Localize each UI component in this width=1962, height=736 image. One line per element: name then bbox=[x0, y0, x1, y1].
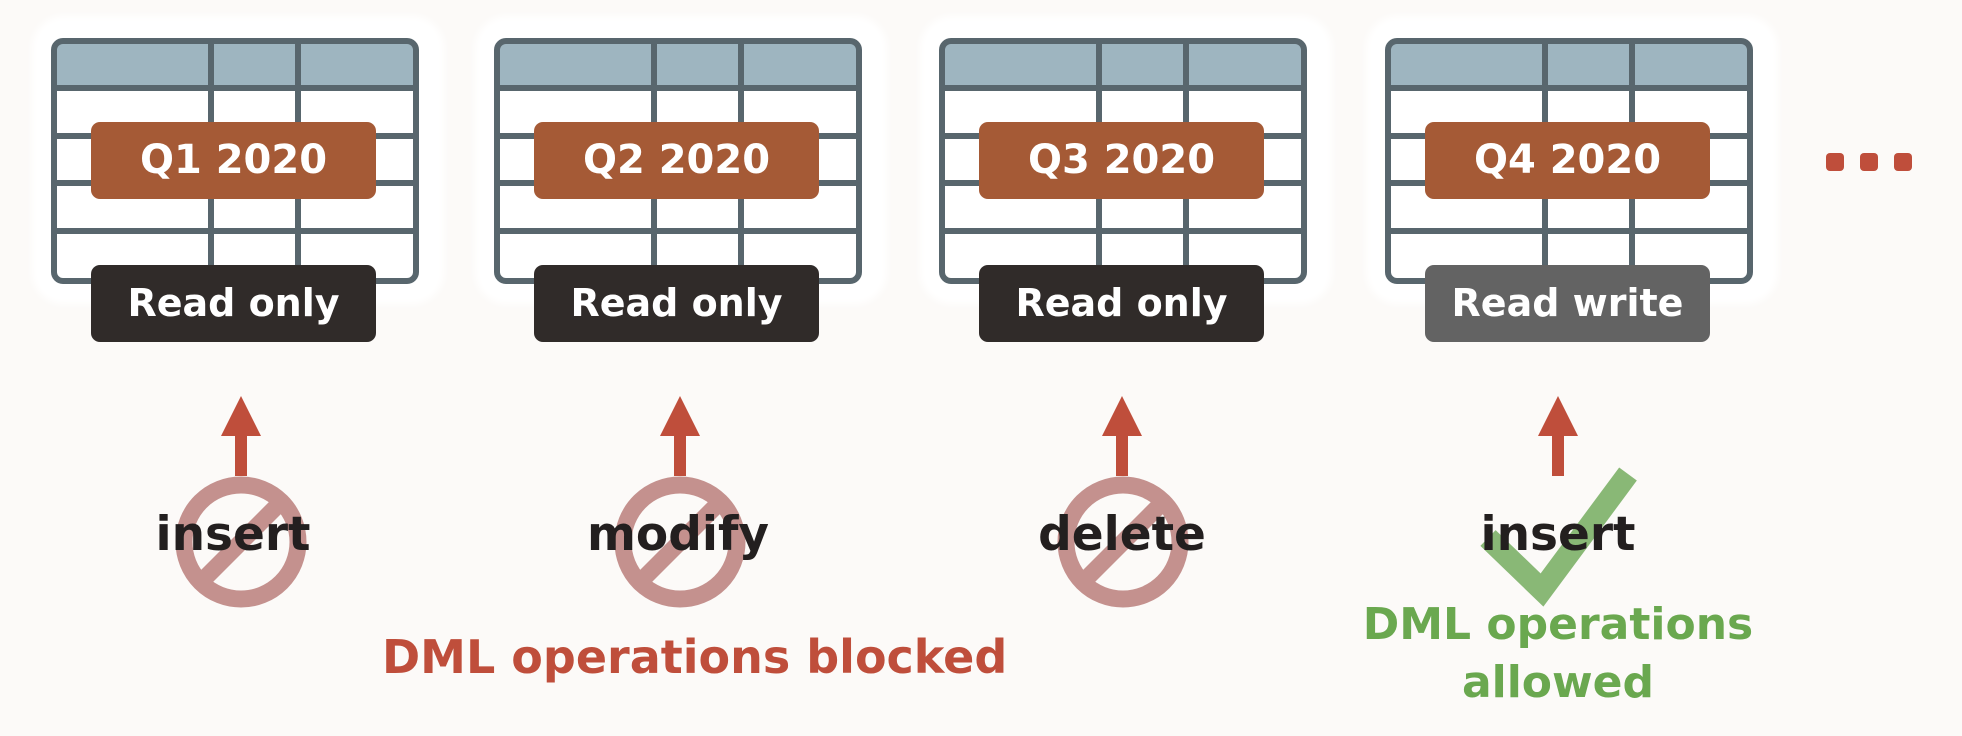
partition-q2-2020: Q2 2020 Read only bbox=[481, 22, 881, 352]
ellipsis-icon bbox=[1826, 153, 1912, 171]
partition-q1-2020: Q1 2020 Read only bbox=[38, 22, 438, 352]
dml-allowed-caption: DML operations allowed bbox=[1338, 596, 1778, 712]
arrow-up-icon bbox=[1538, 396, 1578, 476]
arrow-up-icon bbox=[1102, 396, 1142, 476]
dml-blocked-caption: DML operations blocked bbox=[382, 630, 1008, 684]
read-only-badge: Read only bbox=[534, 265, 819, 342]
arrow-up-icon bbox=[221, 396, 261, 476]
operation-label-delete: delete bbox=[1038, 507, 1206, 562]
prohibited-icon bbox=[614, 476, 746, 608]
quarter-label: Q4 2020 bbox=[1425, 122, 1710, 199]
quarter-label: Q1 2020 bbox=[91, 122, 376, 199]
dml-allowed-caption-line2: allowed bbox=[1461, 657, 1655, 708]
arrow-up-icon bbox=[660, 396, 700, 476]
read-only-badge: Read only bbox=[979, 265, 1264, 342]
partition-q4-2020: Q4 2020 Read write bbox=[1372, 22, 1772, 352]
prohibited-icon bbox=[175, 476, 307, 608]
read-write-badge: Read write bbox=[1425, 265, 1710, 342]
operation-label-modify: modify bbox=[586, 507, 770, 562]
read-only-badge: Read only bbox=[91, 265, 376, 342]
quarter-label: Q3 2020 bbox=[979, 122, 1264, 199]
prohibited-icon bbox=[1057, 476, 1189, 608]
checkmark-icon bbox=[1480, 467, 1637, 607]
quarter-label: Q2 2020 bbox=[534, 122, 819, 199]
operation-label-insert: insert bbox=[155, 507, 311, 562]
partition-q3-2020: Q3 2020 Read only bbox=[926, 22, 1326, 352]
dml-allowed-caption-line1: DML operations bbox=[1362, 599, 1754, 650]
operation-label-insert-allowed: insert bbox=[1480, 507, 1636, 562]
